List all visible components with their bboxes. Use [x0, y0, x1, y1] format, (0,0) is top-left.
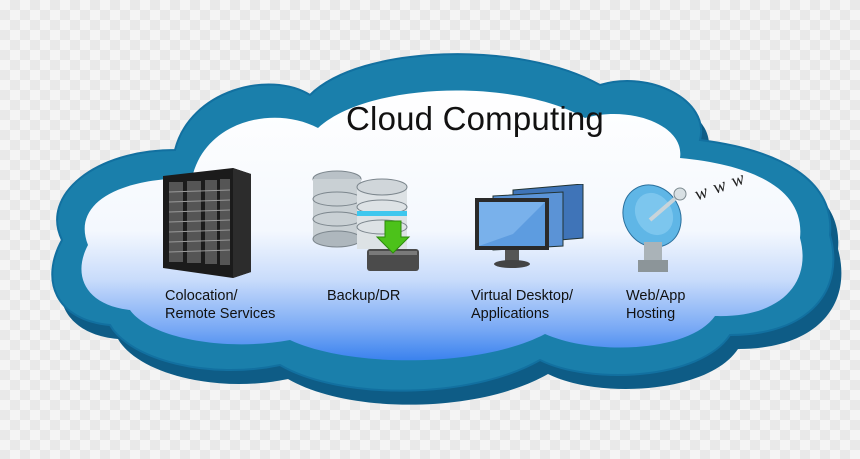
- service-label-colocation: Colocation/ Remote Services: [165, 288, 276, 322]
- virtual-desktop-monitor-icon: [473, 183, 588, 279]
- diagram-title: Cloud Computing: [346, 100, 604, 137]
- service-label-backup: Backup/DR: [327, 288, 401, 304]
- database-backup-icon: [309, 165, 424, 280]
- service-label-virtual-desktop: Virtual Desktop/ Applications: [471, 288, 574, 322]
- server-rack-icon: [163, 168, 253, 283]
- service-label-web-hosting: Web/App Hosting: [626, 288, 686, 322]
- satellite-dish-icon: [620, 182, 700, 282]
